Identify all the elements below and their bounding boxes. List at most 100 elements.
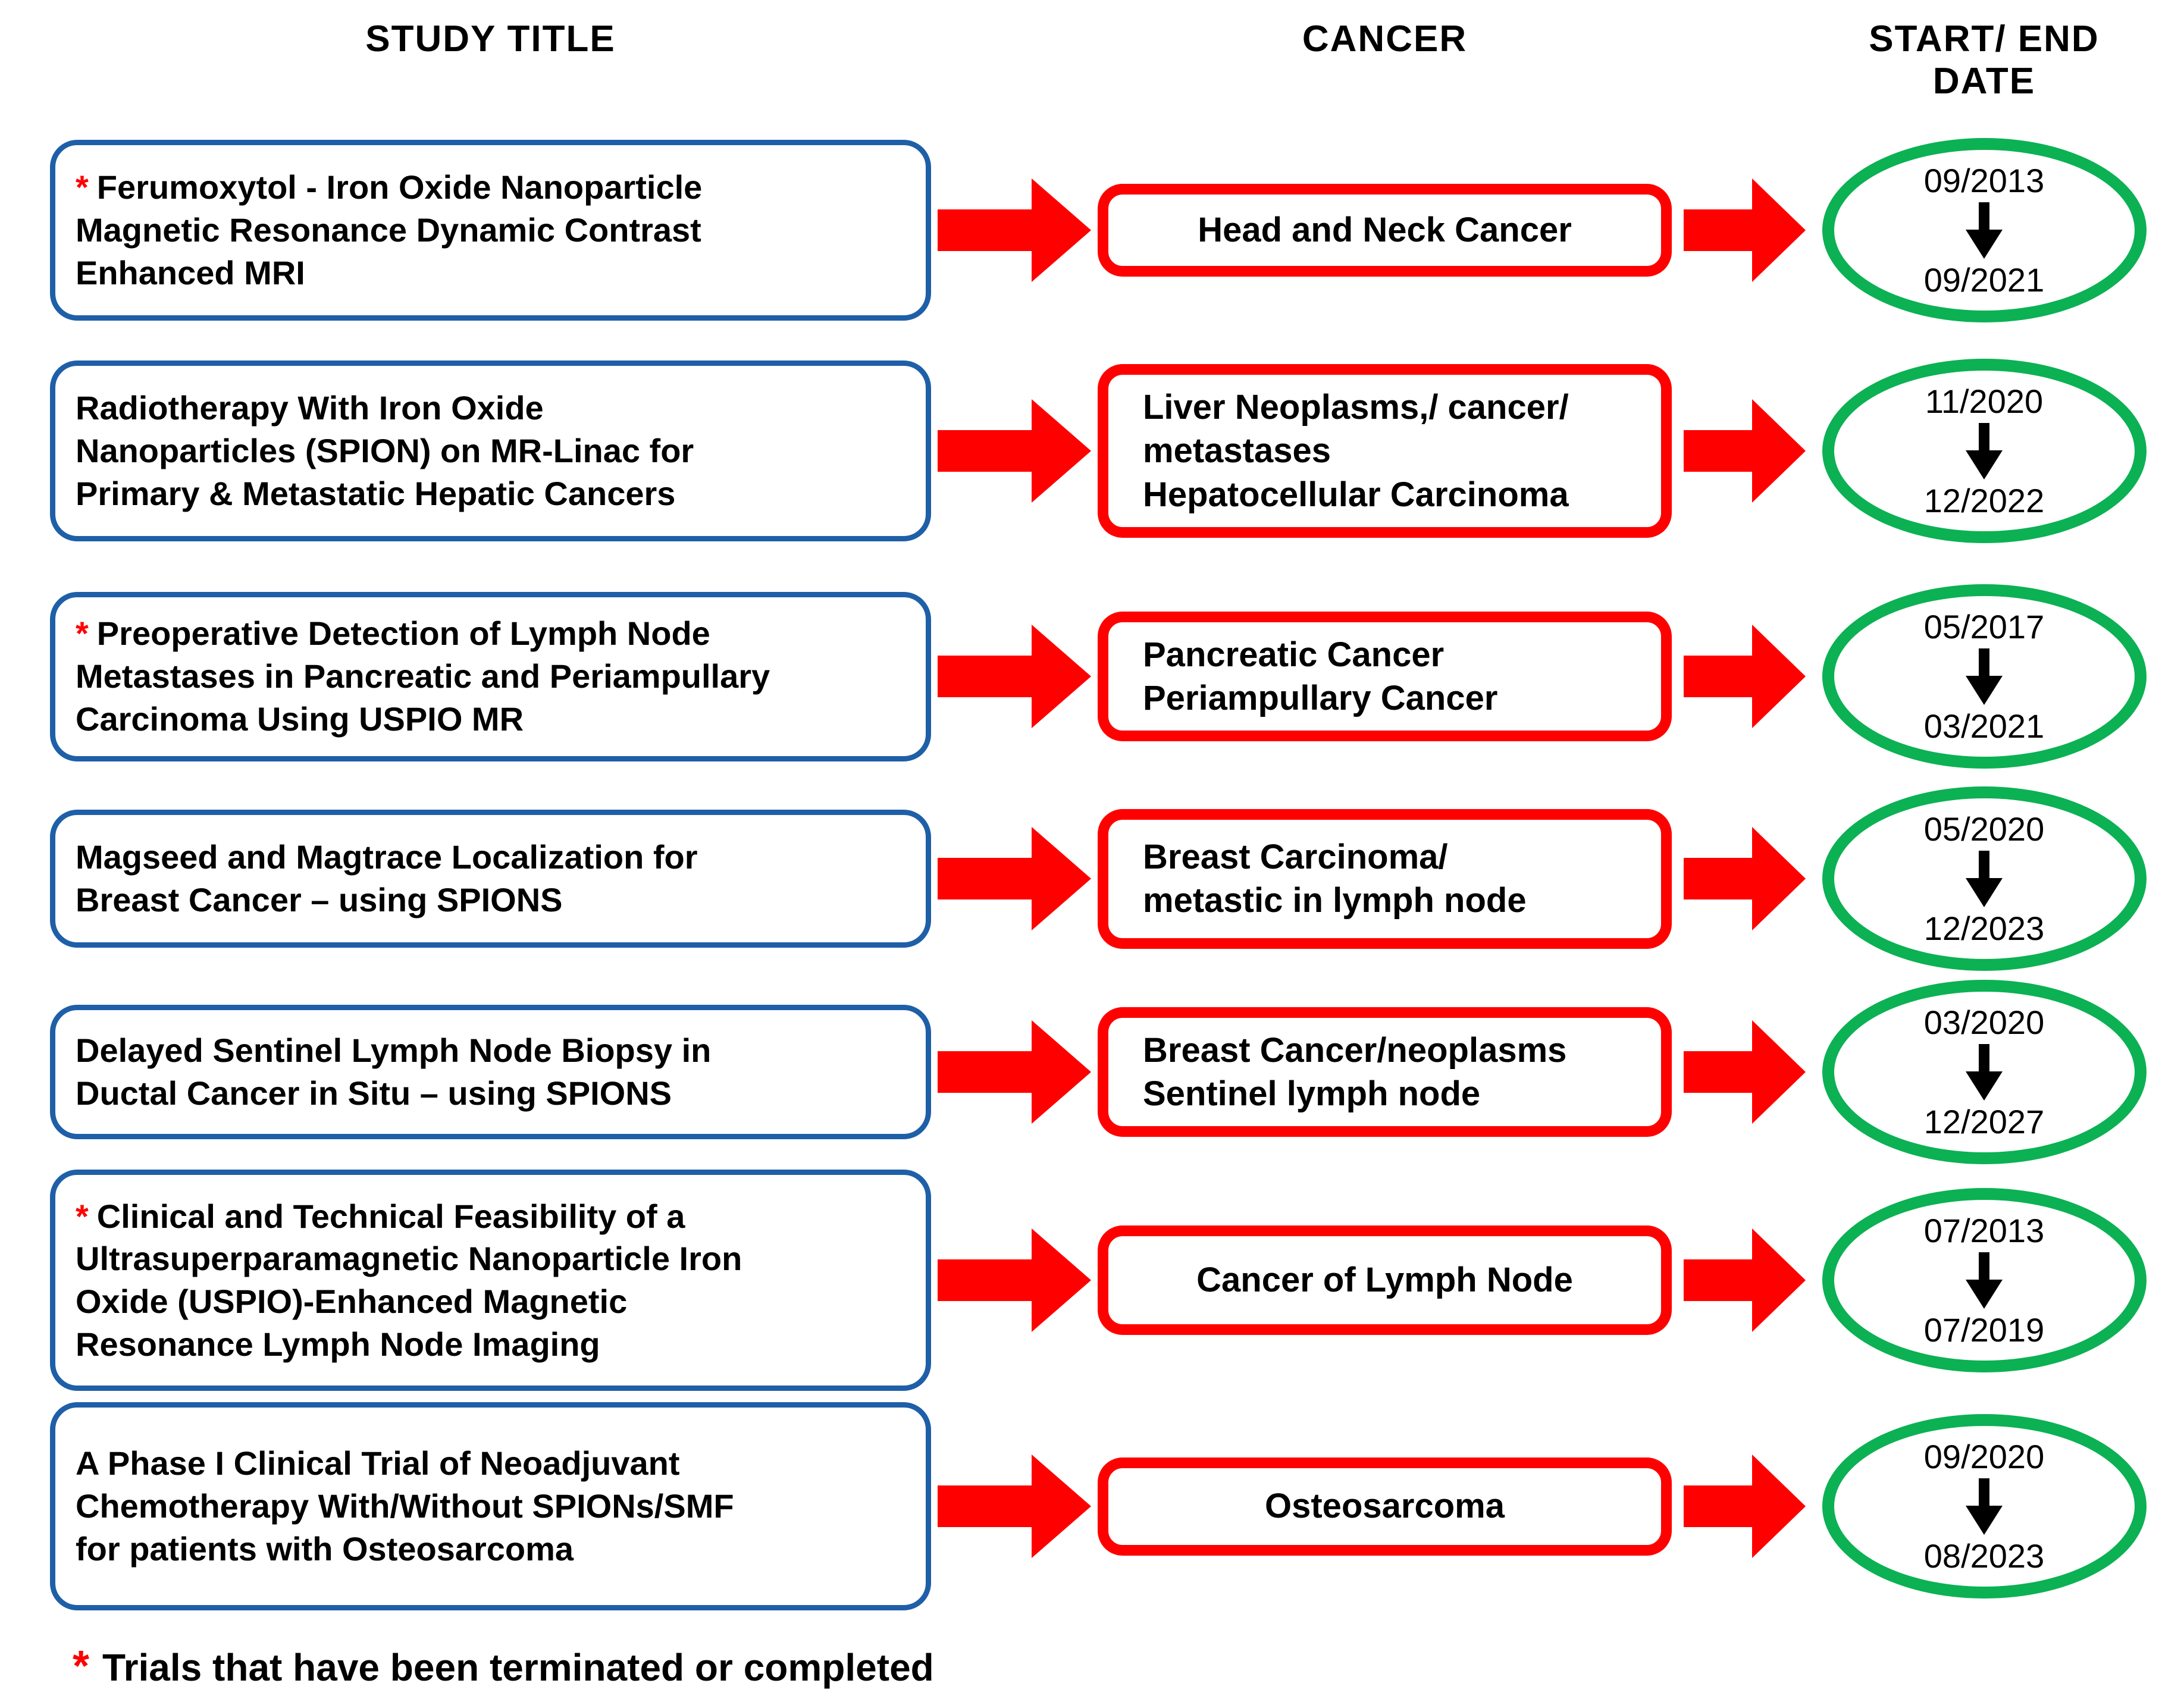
arrow-right-icon (938, 1455, 1091, 1558)
flow-arrow-column-1 (931, 822, 1098, 935)
arrow-right-icon (938, 399, 1091, 503)
arrow-down-icon (1966, 422, 2003, 479)
start-date: 09/2020 (1923, 1437, 2045, 1475)
cancer-column: Pancreatic Cancer Periampullary Cancer (1098, 611, 1672, 742)
flow-arrow-column-1 (931, 174, 1098, 287)
cancer-text: Liver Neoplasms,/ cancer/ metastases Hep… (1143, 388, 1569, 514)
start-date: 11/2020 (1925, 382, 2044, 420)
cancer-column: Head and Neck Cancer (1098, 184, 1672, 277)
flow-arrow-column-2 (1672, 174, 1818, 287)
trial-row: *Ferumoxytol - Iron Oxide Nanoparticle M… (50, 129, 2184, 331)
date-range-ellipse: 09/2020 08/2023 (1822, 1414, 2147, 1598)
flow-arrow-column-2 (1672, 822, 1818, 935)
study-title-text: Ferumoxytol - Iron Oxide Nanoparticle Ma… (76, 168, 703, 291)
dates-column: 11/2020 12/2022 (1818, 359, 2151, 543)
end-date: 08/2023 (1923, 1537, 2045, 1575)
end-date: 12/2022 (1923, 481, 2045, 519)
legend-text: Trials that have been terminated or comp… (102, 1646, 934, 1689)
end-date: 12/2027 (1923, 1102, 2045, 1140)
column-headers: STUDY TITLE CANCER START/ END DATE (50, 18, 2184, 102)
arrow-right-icon (1684, 1228, 1806, 1332)
trial-rows: * Ferumoxytol - Iron Oxide Nanoparticle M… (0, 129, 2184, 1613)
cancer-box: Cancer of Lymph Node (1098, 1225, 1672, 1335)
arrow-right-icon (1684, 399, 1806, 503)
study-title-box: *Delayed Sentinel Lymph Node Biopsy in D… (50, 1005, 931, 1139)
cancer-text: Pancreatic Cancer Periampullary Cancer (1143, 635, 1498, 717)
end-date: 07/2019 (1923, 1311, 2045, 1349)
flow-arrow-column-1 (931, 394, 1098, 507)
study-title-box: *Radiotherapy With Iron Oxide Nanopartic… (50, 361, 931, 541)
flow-arrow-column-1 (931, 1450, 1098, 1563)
legend-asterisk: * (73, 1643, 90, 1690)
cancer-text: Breast Carcinoma/ metastic in lymph node (1143, 837, 1527, 920)
study-title-column: *A Phase I Clinical Trial of Neoadjuvant… (50, 1402, 931, 1610)
study-title-text: Delayed Sentinel Lymph Node Biopsy in Du… (76, 1032, 712, 1112)
study-title: *Magseed and Magtrace Localization for B… (76, 836, 698, 921)
cancer-box: Breast Carcinoma/ metastic in lymph node (1098, 808, 1672, 949)
study-title-box: *Preoperative Detection of Lymph Node Me… (50, 591, 931, 761)
trial-row: *Clinical and Technical Feasibility of a… (50, 1167, 2184, 1393)
start-date: 07/2013 (1923, 1211, 2045, 1249)
arrow-right-icon (1684, 625, 1806, 728)
study-title-column: *Magseed and Magtrace Localization for B… (50, 810, 931, 948)
cancer-column: Breast Cancer/neoplasms Sentinel lymph n… (1098, 1007, 1672, 1137)
study-title-text: Magseed and Magtrace Localization for Br… (76, 838, 698, 919)
arrow-down-icon (1966, 648, 2003, 705)
start-date: 03/2020 (1923, 1003, 2045, 1041)
study-title: *Clinical and Technical Feasibility of a… (76, 1195, 742, 1366)
cancer-text: Breast Cancer/neoplasms Sentinel lymph n… (1143, 1030, 1567, 1113)
arrow-right-icon (938, 625, 1091, 728)
date-range-ellipse: 09/2013 09/2021 (1822, 138, 2147, 322)
cancer-box: Pancreatic Cancer Periampullary Cancer (1098, 611, 1672, 742)
flow-arrow-column-1 (931, 1224, 1098, 1337)
arrow-down-icon (1966, 1252, 2003, 1309)
study-title: *Ferumoxytol - Iron Oxide Nanoparticle M… (76, 166, 702, 294)
arrow-down-icon (1966, 1478, 2003, 1535)
cancer-box: Breast Cancer/neoplasms Sentinel lymph n… (1098, 1007, 1672, 1137)
start-date: 05/2020 (1923, 810, 2045, 848)
flow-arrow-column-1 (931, 620, 1098, 733)
study-title-box: *A Phase I Clinical Trial of Neoadjuvant… (50, 1402, 931, 1610)
cancer-text: Cancer of Lymph Node (1196, 1261, 1573, 1300)
study-title-column: *Clinical and Technical Feasibility of a… (50, 1170, 931, 1391)
terminated-asterisk: * (76, 1197, 89, 1235)
start-date: 05/2017 (1923, 607, 2045, 645)
study-title-column: *Delayed Sentinel Lymph Node Biopsy in D… (50, 1005, 931, 1139)
cancer-text: Head and Neck Cancer (1198, 211, 1572, 250)
dates-column: 05/2020 12/2023 (1818, 786, 2151, 971)
arrow-right-icon (1684, 178, 1806, 282)
trial-row: *A Phase I Clinical Trial of Neoadjuvant… (50, 1399, 2184, 1613)
header-cancer: CANCER (1302, 18, 1468, 59)
date-range-ellipse: 03/2020 12/2027 (1822, 980, 2147, 1164)
cancer-box: Head and Neck Cancer (1098, 184, 1672, 277)
dates-column: 09/2013 09/2021 (1818, 138, 2151, 322)
arrow-right-icon (938, 1020, 1091, 1124)
arrow-right-icon (1684, 827, 1806, 930)
study-title: *Preoperative Detection of Lymph Node Me… (76, 612, 770, 740)
flow-arrow-column-1 (931, 1015, 1098, 1129)
arrow-right-icon (938, 1228, 1091, 1332)
arrow-right-icon (938, 827, 1091, 930)
date-range-ellipse: 05/2020 12/2023 (1822, 786, 2147, 971)
legend-note: * Trials that have been terminated or co… (73, 1642, 2184, 1691)
flow-arrow-column-2 (1672, 1224, 1818, 1337)
study-title-box: *Ferumoxytol - Iron Oxide Nanoparticle M… (50, 140, 931, 321)
dates-column: 05/2017 03/2021 (1818, 584, 2151, 769)
study-title-text: Preoperative Detection of Lymph Node Met… (76, 615, 770, 738)
cancer-box: Liver Neoplasms,/ cancer/ metastases Hep… (1098, 364, 1672, 538)
study-title-column: *Ferumoxytol - Iron Oxide Nanoparticle M… (50, 140, 931, 321)
end-date: 12/2023 (1923, 909, 2045, 947)
date-range-ellipse: 05/2017 03/2021 (1822, 584, 2147, 769)
end-date: 03/2021 (1923, 707, 2045, 745)
study-title-text: A Phase I Clinical Trial of Neoadjuvant … (76, 1444, 734, 1568)
cancer-column: Breast Carcinoma/ metastic in lymph node (1098, 808, 1672, 949)
cancer-box: Osteosarcoma (1098, 1457, 1672, 1556)
cancer-text: Osteosarcoma (1265, 1487, 1505, 1526)
arrow-down-icon (1966, 1043, 2003, 1101)
study-title: *A Phase I Clinical Trial of Neoadjuvant… (76, 1442, 734, 1570)
study-title-column: *Preoperative Detection of Lymph Node Me… (50, 591, 931, 761)
study-title-text: Radiotherapy With Iron Oxide Nanoparticl… (76, 389, 694, 512)
figure-canvas: { "header": { "study_title": "STUDY TITL… (0, 18, 2184, 1702)
cancer-column: Osteosarcoma (1098, 1457, 1672, 1556)
flow-arrow-column-2 (1672, 1450, 1818, 1563)
